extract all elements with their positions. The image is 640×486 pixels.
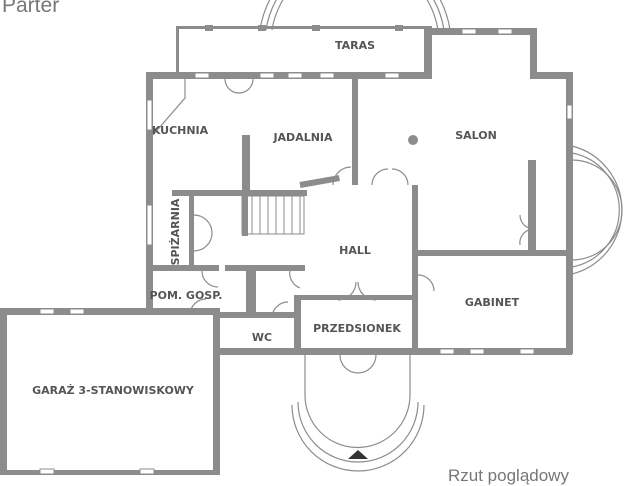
terrace-arcs: [259, 0, 451, 31]
room-label-kuchnia: KUCHNIA: [152, 124, 209, 137]
terrace-outline: [176, 25, 432, 76]
room-label-wc: WC: [252, 331, 272, 344]
bay-window: [571, 145, 623, 275]
room-label-gabinet: GABINET: [465, 296, 520, 309]
column-marker: [408, 135, 418, 145]
room-label-przedsionek: PRZEDSIONEK: [313, 322, 401, 335]
entry-porch: [291, 355, 425, 472]
room-label-salon: SALON: [455, 129, 497, 142]
windows: [39, 28, 573, 475]
room-label-hall: HALL: [339, 244, 371, 257]
entrance-arrow-icon: [348, 450, 368, 459]
floor-title: Parter: [2, 0, 60, 17]
room-label-taras: TARAS: [335, 39, 375, 52]
staircase: [241, 195, 305, 235]
room-label-pom-gosp: POM. GOSP.: [150, 289, 223, 302]
walls: [0, 28, 573, 475]
room-label-jadalnia: JADALNIA: [272, 131, 333, 144]
caption: Rzut poglądowy: [448, 466, 569, 485]
room-label-garaz: GARAŻ 3-STANOWISKOWY: [32, 383, 195, 397]
room-label-spizarnia: SPIŻARNIA: [168, 198, 182, 265]
doors: [189, 78, 535, 374]
